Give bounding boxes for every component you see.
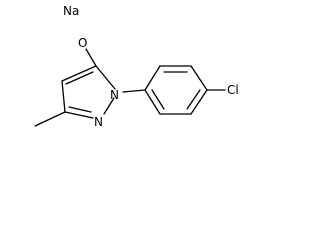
- atom-labels: Na O N N Cl: [63, 4, 239, 129]
- bond-c4-c3: [61, 80, 66, 113]
- bond-n1-phenyl: [122, 89, 146, 93]
- atom-label-cl: Cl: [227, 83, 239, 97]
- bond-ph-c6-c1-double: [151, 89, 165, 110]
- bond-ph-c1-c2: [144, 65, 161, 91]
- bond-c3-n2-double: [68, 106, 92, 113]
- atom-label-n2: N: [94, 115, 103, 129]
- bond-c5-c4-double: [65, 71, 94, 85]
- bonds: [34, 48, 226, 127]
- bond-ph-c4-c5: [190, 89, 208, 115]
- atom-label-o: O: [78, 36, 87, 50]
- bond-c3-methyl: [34, 111, 66, 127]
- bond-c5-c4: [61, 65, 97, 82]
- bond-o-c5: [85, 48, 97, 67]
- bond-n2-n1: [103, 97, 115, 115]
- atom-label-na: Na: [63, 4, 79, 18]
- bond-ph-c6-c1: [144, 89, 161, 115]
- bond-c5-n1: [95, 65, 116, 90]
- bond-ph-c3-c4: [190, 65, 208, 91]
- atom-label-n1: N: [110, 88, 119, 102]
- bond-c3-n2: [64, 111, 94, 119]
- chemical-structure-diagram: Na O N N Cl: [34, 4, 239, 129]
- bond-ph-c4-c5-double: [186, 89, 201, 110]
